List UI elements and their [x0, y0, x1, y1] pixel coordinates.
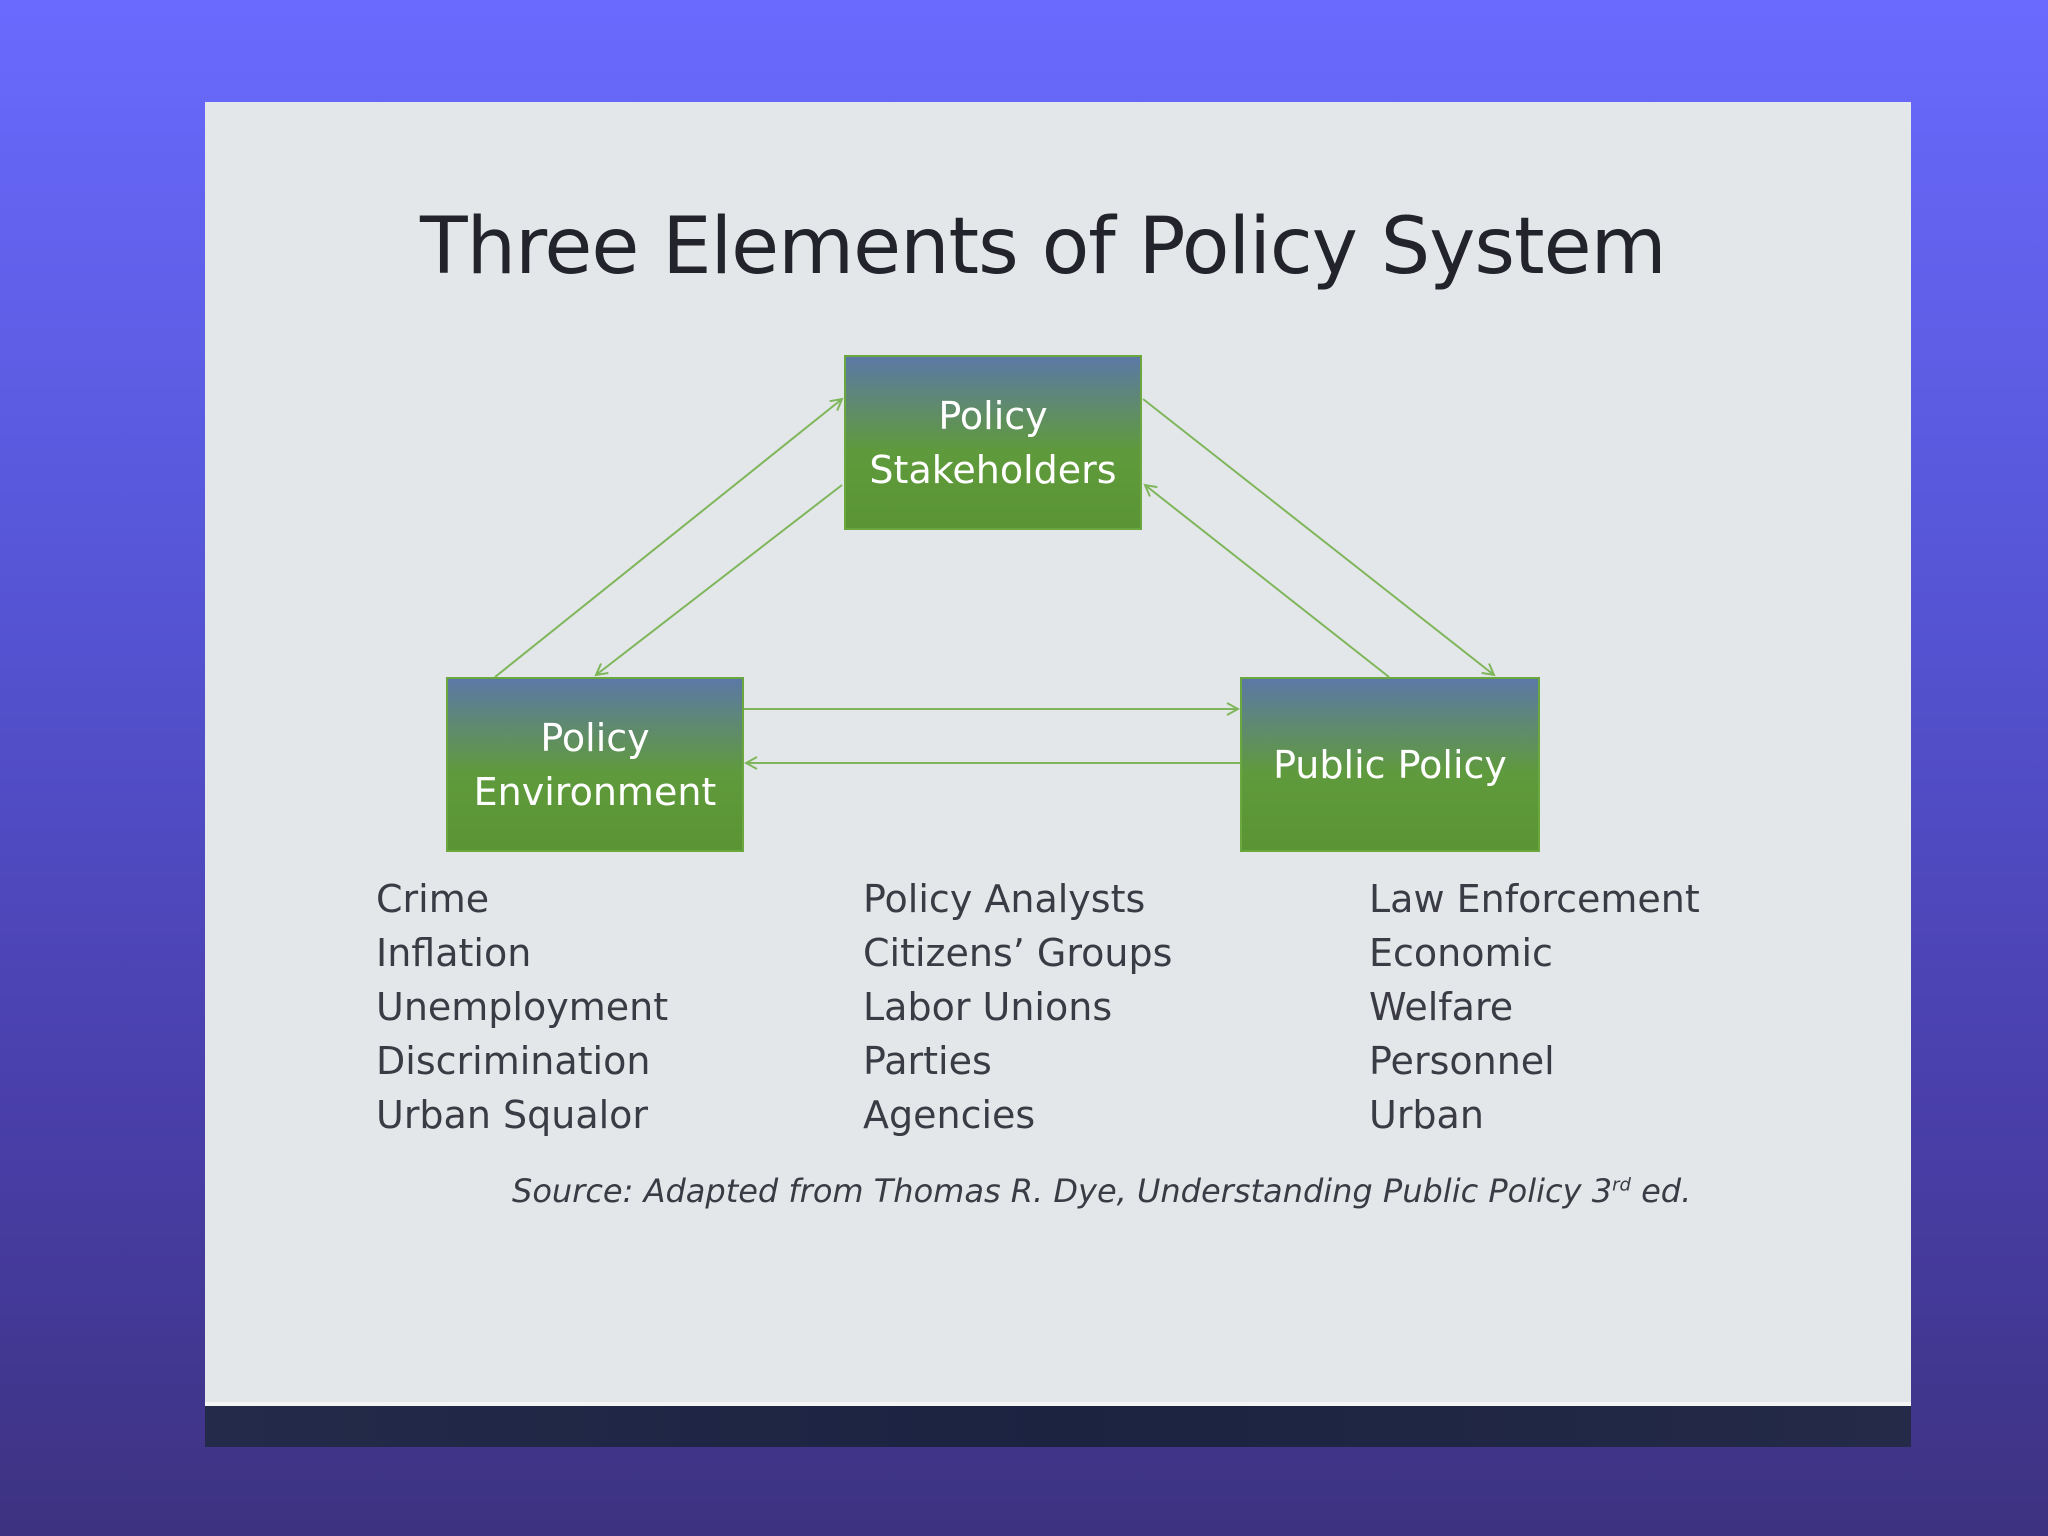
source-text: Source: Adapted from Thomas R. Dye, Unde… — [512, 1172, 1613, 1210]
stakeholders-examples-list: Policy Analysts Citizens’ Groups Labor U… — [863, 872, 1172, 1142]
source-citation: Source: Adapted from Thomas R. Dye, Unde… — [512, 1172, 1691, 1210]
list-item: Crime — [376, 877, 490, 921]
public-policy-examples-list: Law Enforcement Economic Welfare Personn… — [1369, 872, 1700, 1142]
list-item: Law Enforcement — [1369, 877, 1700, 921]
slide: Three Elements of Policy System Policy S… — [205, 102, 1911, 1447]
list-item: Urban — [1369, 1093, 1484, 1137]
list-item: Welfare — [1369, 985, 1514, 1029]
node-policy-stakeholders: Policy Stakeholders — [844, 355, 1142, 530]
list-item: Parties — [863, 1039, 992, 1083]
environment-examples-list: Crime Inflation Unemployment Discriminat… — [376, 872, 668, 1142]
node-label-line1: Policy — [938, 393, 1048, 438]
list-item: Unemployment — [376, 985, 669, 1029]
node-label-line1: Policy — [540, 715, 650, 760]
list-item: Citizens’ Groups — [863, 931, 1173, 975]
node-label-line2: Environment — [473, 769, 717, 814]
list-item: Discrimination — [376, 1039, 651, 1083]
list-item: Inflation — [376, 931, 532, 975]
list-item: Policy Analysts — [863, 877, 1146, 921]
list-item: Labor Unions — [863, 985, 1113, 1029]
node-label-line2: Stakeholders — [869, 447, 1117, 492]
slide-footer-bar — [205, 1402, 1911, 1447]
list-item: Economic — [1369, 931, 1553, 975]
node-policy-environment: Policy Environment — [446, 677, 744, 852]
arrows-layer — [494, 102, 1911, 1402]
arrow-public-policy-to-stakeholders — [1145, 485, 1390, 678]
arrow-stakeholders-to-public-policy — [1142, 398, 1494, 675]
arrow-stakeholders-to-environment — [596, 484, 843, 675]
list-item: Personnel — [1369, 1039, 1555, 1083]
slide-title: Three Elements of Policy System — [420, 202, 1667, 292]
node-label-line1: Public Policy — [1273, 742, 1507, 787]
list-item: Agencies — [863, 1093, 1036, 1137]
arrow-environment-to-stakeholders — [494, 399, 842, 678]
node-public-policy: Public Policy — [1240, 677, 1540, 852]
source-suffix: ed. — [1630, 1172, 1692, 1210]
list-item: Urban Squalor — [376, 1093, 649, 1137]
source-superscript: rd — [1612, 1174, 1631, 1196]
